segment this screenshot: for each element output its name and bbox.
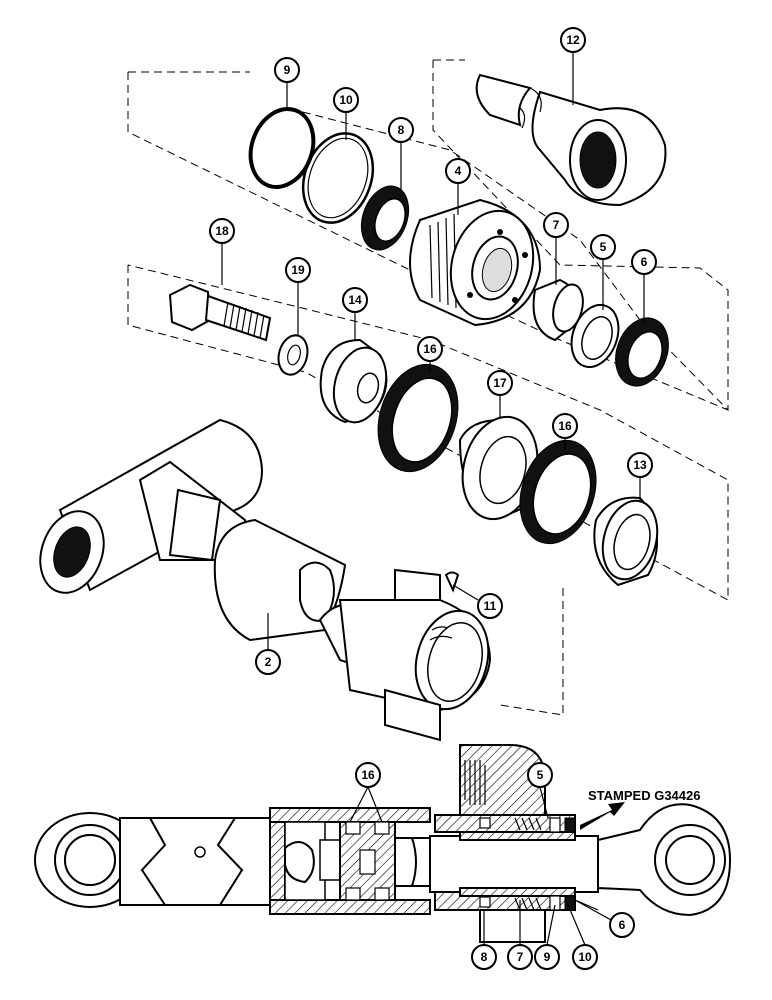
part-16-piston-seal-b <box>519 439 597 545</box>
leader-lines <box>221 52 645 650</box>
callout-14: 14 <box>342 287 368 313</box>
svg-text:12: 12 <box>566 33 580 47</box>
part-5-rod-seal <box>570 304 620 368</box>
callout-7-top: 7 <box>543 212 569 238</box>
callout-16-b: 16 <box>552 413 578 439</box>
svg-text:16: 16 <box>558 419 572 433</box>
svg-text:7: 7 <box>517 950 524 964</box>
part-17-piston <box>458 415 539 521</box>
part-19-washer <box>277 334 309 376</box>
callout-5-section: 5 <box>527 762 553 788</box>
svg-text:11: 11 <box>484 599 497 613</box>
callout-13: 13 <box>627 452 653 478</box>
callout-12: 12 <box>560 27 586 53</box>
callout-17: 17 <box>487 370 513 396</box>
callout-11: 11 <box>477 593 503 619</box>
callout-2: 2 <box>255 649 281 675</box>
svg-text:5: 5 <box>537 768 544 782</box>
part-10-backup-ring <box>301 132 375 224</box>
svg-text:8: 8 <box>481 950 488 964</box>
stamp-label: STAMPED G34426 <box>588 788 700 803</box>
part-7-bushing <box>532 278 584 342</box>
svg-text:7: 7 <box>553 218 560 232</box>
section-leader-lines <box>349 786 621 946</box>
svg-text:10: 10 <box>339 93 353 107</box>
part-6-rod-wiper <box>615 317 669 387</box>
svg-text:16: 16 <box>361 768 375 782</box>
svg-text:8: 8 <box>398 123 405 137</box>
callout-5-top: 5 <box>590 234 616 260</box>
callout-6-top: 6 <box>631 249 657 275</box>
svg-text:5: 5 <box>600 240 607 254</box>
part-12-rod-eye <box>475 73 667 207</box>
svg-text:2: 2 <box>265 655 272 669</box>
part-8-wiper-seal <box>360 185 410 251</box>
svg-text:6: 6 <box>619 918 626 932</box>
section-view <box>34 744 732 943</box>
part-18-bolt <box>168 283 272 342</box>
part-14-piston-spacer <box>319 338 388 424</box>
callout-16-a: 16 <box>417 336 443 362</box>
part-16-piston-seal-a <box>377 363 459 473</box>
svg-text:19: 19 <box>291 263 305 277</box>
svg-text:14: 14 <box>348 293 362 307</box>
part-11-set-screw <box>444 571 479 601</box>
callout-4: 4 <box>445 158 471 184</box>
svg-text:6: 6 <box>641 255 648 269</box>
callout-18: 18 <box>209 218 235 244</box>
part-13-wear-ring <box>593 496 659 587</box>
svg-text:13: 13 <box>633 458 647 472</box>
callout-10-section: 10 <box>572 944 598 970</box>
callout-8-section: 8 <box>471 944 497 970</box>
callout-19: 19 <box>285 257 311 283</box>
callout-10-top: 10 <box>333 87 359 113</box>
part-9-o-ring <box>248 107 316 189</box>
svg-text:18: 18 <box>215 224 229 238</box>
callout-9-section: 9 <box>534 944 560 970</box>
svg-text:4: 4 <box>455 164 462 178</box>
svg-text:10: 10 <box>578 950 592 964</box>
callout-16-section: 16 <box>355 762 381 788</box>
callout-9-top: 9 <box>274 57 300 83</box>
svg-text:9: 9 <box>284 63 291 77</box>
part-4-gland <box>409 198 542 327</box>
part-2-cylinder-barrel <box>39 418 492 742</box>
svg-text:9: 9 <box>544 950 551 964</box>
callouts: 9 10 8 12 4 7 5 6 18 19 14 16 17 16 13 1… <box>209 27 657 970</box>
callout-7-section: 7 <box>507 944 533 970</box>
callout-8-top: 8 <box>388 117 414 143</box>
svg-text:16: 16 <box>423 342 437 356</box>
callout-6-section: 6 <box>609 912 635 938</box>
svg-text:17: 17 <box>493 376 507 390</box>
